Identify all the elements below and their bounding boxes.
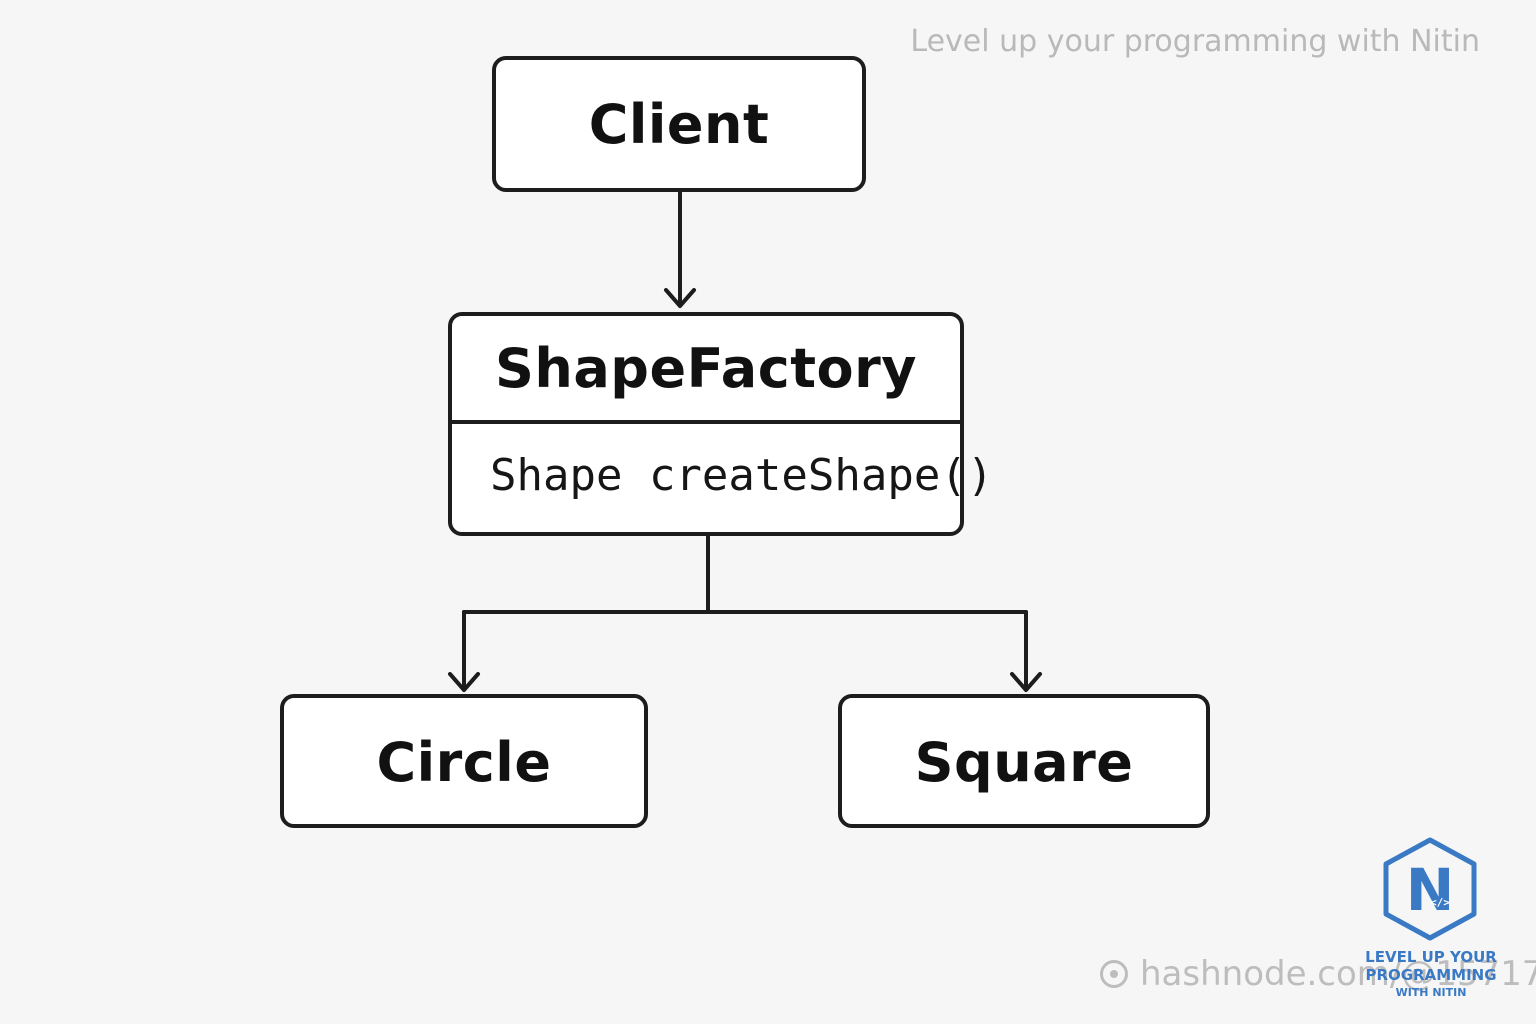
client-label: Client [588, 93, 770, 156]
shape-factory-name: ShapeFactory [495, 337, 917, 400]
nitin-logo: N </> LEVEL UP YOUR PROGRAMMING WITH NIT… [1356, 836, 1506, 1006]
arrowhead-factory [664, 288, 696, 308]
logo-line-1: LEVEL UP YOUR [1365, 948, 1497, 966]
hashnode-watermark: hashnode.com/@15717 [1100, 950, 1536, 998]
logo-code-mark: </> [1430, 896, 1450, 909]
class-divider [452, 420, 960, 424]
watermark-text: hashnode.com/@15717 [1140, 954, 1536, 994]
circle-box: Circle [280, 694, 648, 828]
arrowhead-square [1010, 672, 1042, 692]
logo-letter: N [1406, 856, 1455, 924]
square-label: Square [914, 731, 1134, 794]
square-box: Square [838, 694, 1210, 828]
watermark-circle-icon [1100, 960, 1128, 988]
shape-factory-box: ShapeFactory Shape createShape() [448, 312, 994, 536]
logo-line-2: PROGRAMMING [1365, 966, 1497, 984]
client-box: Client [492, 56, 866, 192]
arrowhead-circle [448, 672, 480, 692]
hexagon-logo-icon: N </> [1383, 837, 1477, 941]
logo-line-3: WITH NITIN [1395, 986, 1467, 999]
shape-factory-method: Shape createShape() [490, 450, 994, 501]
header-tagline: Level up your programming with Nitin [910, 24, 1480, 59]
circle-label: Circle [376, 731, 552, 794]
